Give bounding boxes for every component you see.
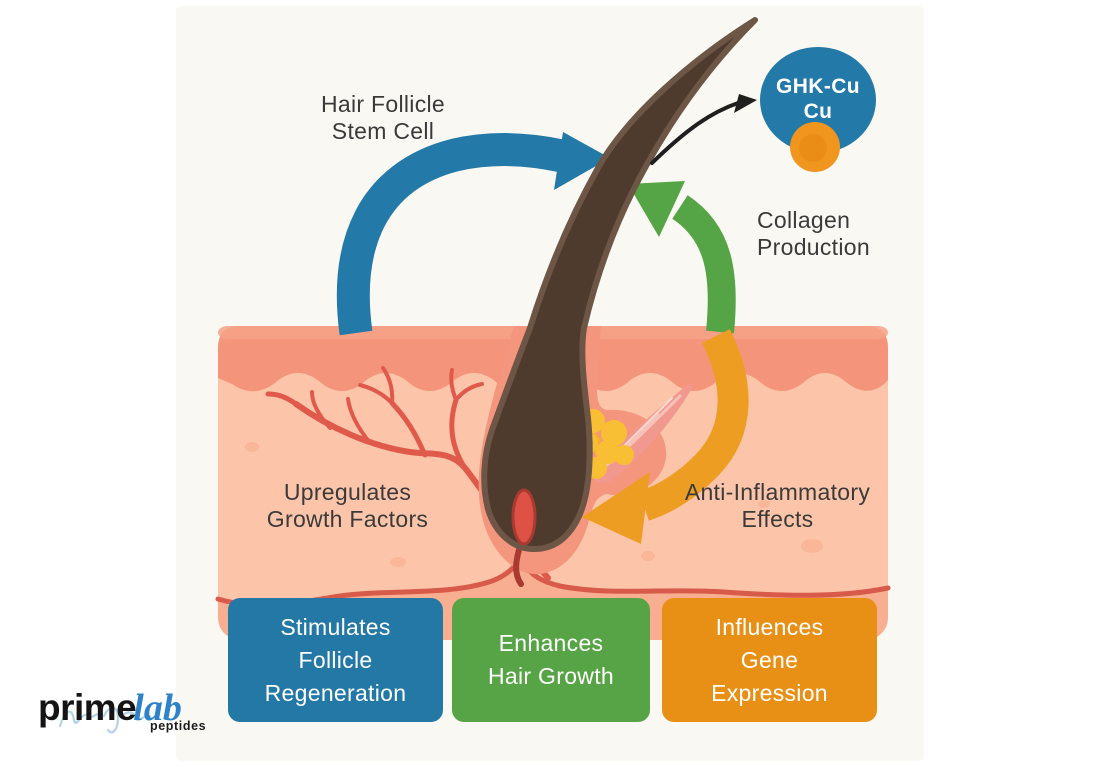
- ghk-cu-badge: [760, 47, 876, 172]
- logo-script-watermark: [58, 706, 152, 734]
- benefit-line: Enhances: [498, 630, 604, 656]
- green-arrow-icon: [628, 181, 736, 334]
- benefit-box-influences-gene-expression: Influences Gene Expression: [662, 598, 877, 722]
- benefit-line: Follicle: [298, 646, 373, 673]
- ghk-circle: [760, 47, 876, 153]
- benefit-box-stimulates-follicle-regeneration: Stimulates Follicle Regeneration: [228, 598, 443, 722]
- label-anti-inflammatory-effects: Anti-Inflammatory Effects: [684, 479, 871, 532]
- hair-shaft-and-bulb: [481, 17, 758, 552]
- benefit-box-enhances-hair-growth: Enhances Hair Growth: [452, 598, 650, 722]
- logo-peptides-text: peptides: [150, 719, 207, 733]
- label-collagen-production: Collagen Production: [757, 207, 870, 260]
- ghk-cu-text: GHK-Cu Cu: [775, 75, 861, 123]
- label-hair-follicle-stem-cell: Hair Follicle Stem Cell: [320, 91, 446, 144]
- dermal-papilla: [511, 488, 537, 546]
- benefit-line: Stimulates: [280, 613, 391, 640]
- logo-lab-text: lab: [133, 687, 182, 729]
- benefit-line: Regeneration: [264, 679, 407, 706]
- black-arrow-icon: [650, 94, 757, 165]
- deep-vessel-right: [521, 561, 891, 598]
- label-upregulates-growth-factors: Upregulates Growth Factors: [266, 479, 429, 532]
- blue-arrow-icon: [336, 132, 610, 336]
- benefit-line: Expression: [711, 679, 828, 706]
- orange-arrow-icon: [582, 329, 749, 544]
- benefit-line: Influences: [715, 613, 824, 640]
- benefit-line: Gene: [740, 646, 799, 673]
- logo-prime-text: prime: [38, 687, 137, 728]
- benefit-line: Hair Growth: [488, 663, 614, 689]
